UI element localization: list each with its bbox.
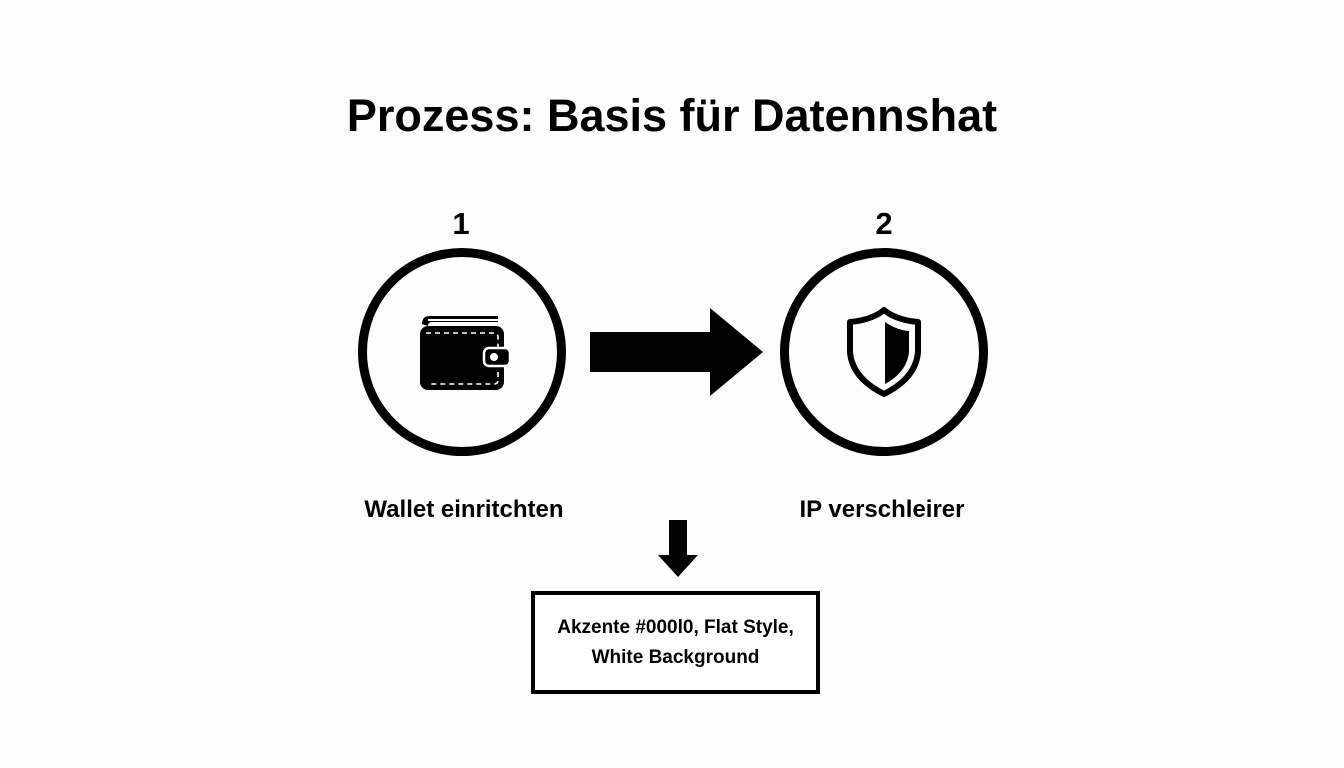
diagram-title: Prozess: Basis für Datennshat — [346, 90, 998, 141]
step-2-circle — [780, 248, 988, 456]
note-line-2: White Background — [591, 646, 760, 668]
step-2-number: 2 — [875, 206, 893, 241]
arrow-down-icon — [658, 520, 698, 577]
step-1-circle — [358, 248, 566, 456]
wallet-icon — [420, 316, 512, 390]
arrow-right-icon — [590, 308, 763, 396]
step-1-number: 1 — [452, 206, 470, 241]
style-note-box: Akzente #000l0, Flat Style, White Backgr… — [531, 591, 820, 694]
step-2-label: IP verschleirer — [799, 496, 965, 523]
note-line-1: Akzente #000l0, Flat Style, — [557, 616, 794, 638]
shield-icon — [847, 307, 921, 397]
step-1-label: Wallet einritchten — [364, 496, 564, 523]
